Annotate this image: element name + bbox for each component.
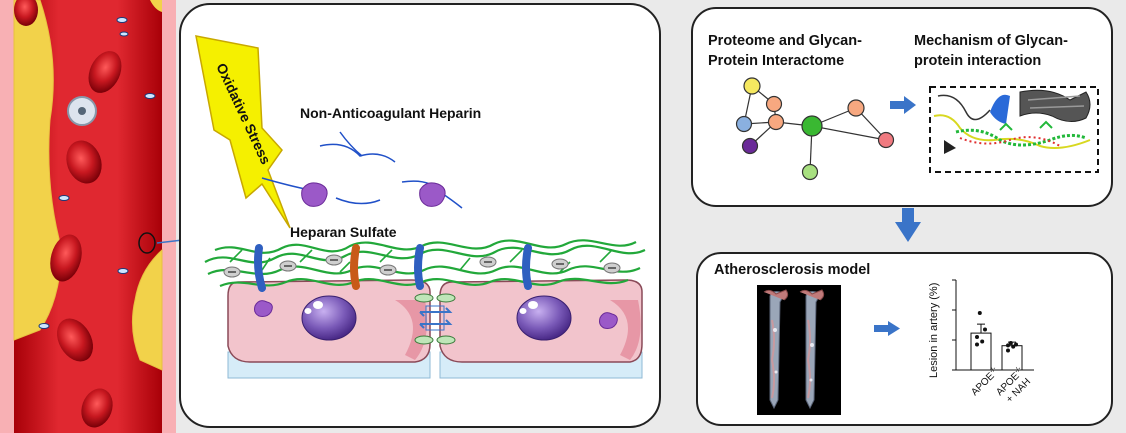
plaque-left xyxy=(13,0,63,341)
nucleus xyxy=(516,295,572,341)
plaque-right xyxy=(131,248,163,371)
membrane-proteins xyxy=(254,244,532,292)
data-point xyxy=(1006,343,1010,348)
red-blood-cell xyxy=(66,140,102,184)
data-point xyxy=(1011,344,1016,349)
protein-minus-signs xyxy=(228,259,616,273)
structure-box xyxy=(929,86,1099,173)
nah-label: Non-Anticoagulant Heparin xyxy=(300,105,481,121)
heparan-sulfate-label: Heparan Sulfate xyxy=(290,224,397,240)
red-blood-cell xyxy=(88,51,122,93)
endothelial-cell-right xyxy=(439,279,643,363)
down-arrow-icon xyxy=(895,208,921,242)
plaque-right-top xyxy=(150,0,162,12)
data-point xyxy=(1008,341,1013,345)
interactome-title-line2: Protein Interactome xyxy=(708,53,844,69)
atherosclerosis-title: Atherosclerosis model xyxy=(714,262,870,278)
error-bar-1 xyxy=(977,323,985,334)
data-point xyxy=(975,335,979,339)
nucleus xyxy=(301,295,357,341)
right-arrow-icon xyxy=(874,321,900,336)
data-point xyxy=(980,339,985,344)
protein-structure-image xyxy=(933,89,1091,154)
aorta-specimens xyxy=(763,289,825,410)
mechanism-title-line2: protein interaction xyxy=(914,53,1041,69)
endothelial-cell-left xyxy=(227,279,431,363)
red-blood-cell xyxy=(81,388,113,428)
data-point xyxy=(975,342,979,347)
chart-y-axis-label: Lesion in artery (%) xyxy=(928,283,940,378)
purple-protein-icon xyxy=(301,182,446,207)
vesicle xyxy=(599,312,618,329)
mechanism-title-line1: Mechanism of Glycan- xyxy=(914,33,1068,49)
right-arrow-icon xyxy=(890,96,916,114)
red-blood-cell xyxy=(50,234,82,282)
data-point xyxy=(977,311,982,315)
blood-vessel xyxy=(0,0,176,433)
data-point xyxy=(1006,348,1010,353)
zoom-marker xyxy=(138,232,156,254)
cell-junction xyxy=(414,293,456,345)
red-blood-cell xyxy=(14,0,38,26)
red-blood-cell xyxy=(56,318,94,362)
data-point xyxy=(983,327,987,332)
vesicle xyxy=(254,300,273,317)
network-nodes xyxy=(735,77,895,181)
platelets xyxy=(38,17,156,329)
interactome-title-line1: Proteome and Glycan- xyxy=(708,33,862,49)
data-point xyxy=(1014,342,1018,347)
bar-1 xyxy=(970,332,992,371)
